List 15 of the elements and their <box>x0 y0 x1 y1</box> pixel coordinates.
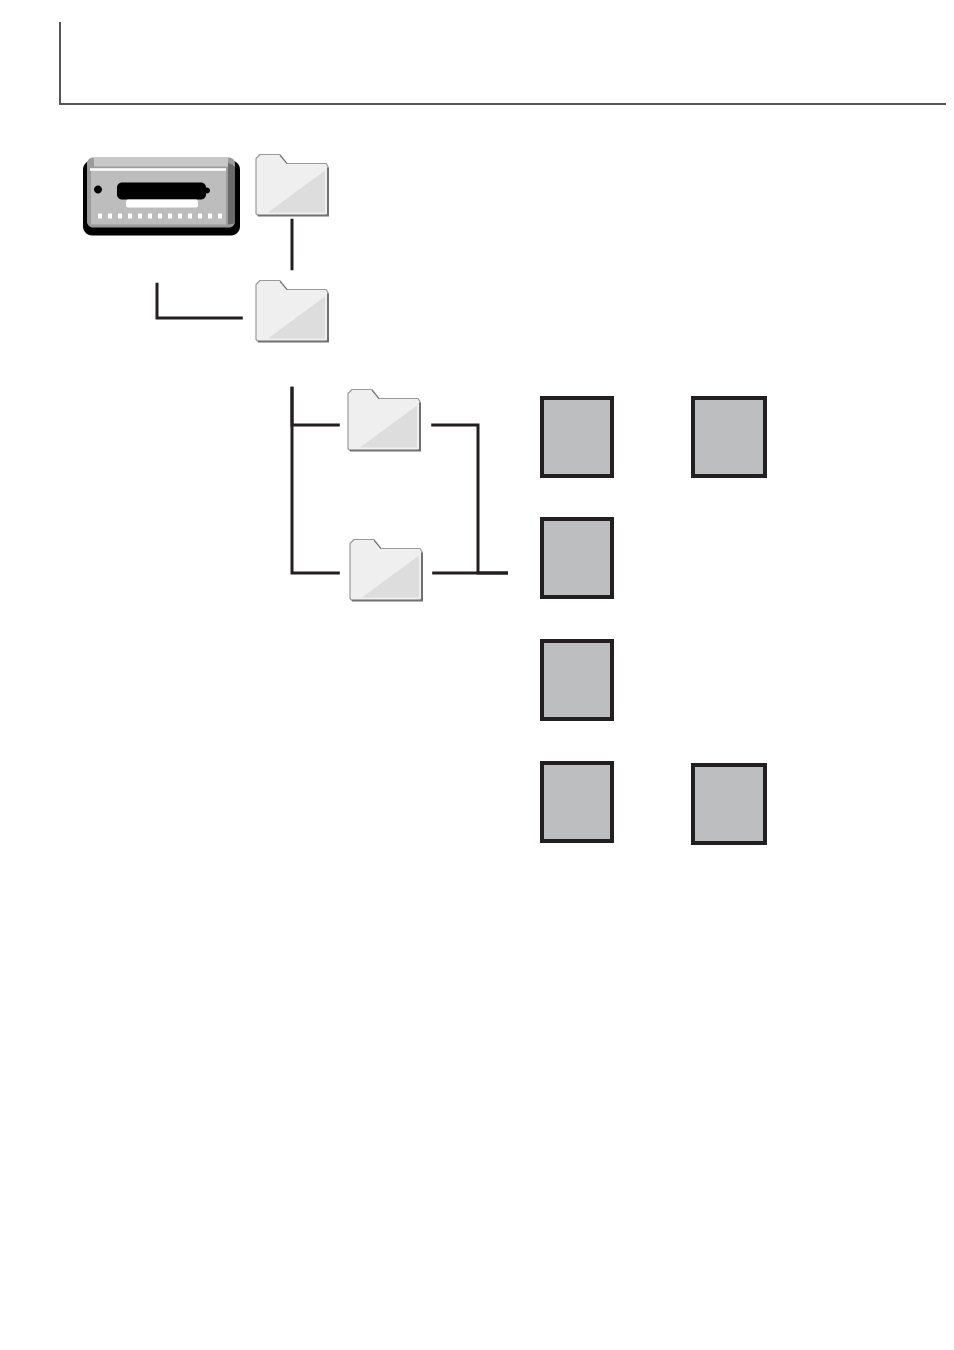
folder-icon <box>255 153 329 217</box>
folder-icon <box>255 279 329 343</box>
image-box <box>540 396 614 478</box>
folder-icon <box>347 388 421 452</box>
folder-icon <box>349 538 423 602</box>
drive-drawing <box>83 157 240 236</box>
image-box <box>691 763 767 845</box>
connector-line <box>155 282 243 320</box>
image-box <box>691 396 767 478</box>
image-box <box>540 639 614 721</box>
connector-line <box>290 386 340 575</box>
image-box <box>540 517 614 599</box>
connector-line <box>290 218 294 271</box>
image-box <box>540 761 614 843</box>
connector-line <box>432 571 508 575</box>
